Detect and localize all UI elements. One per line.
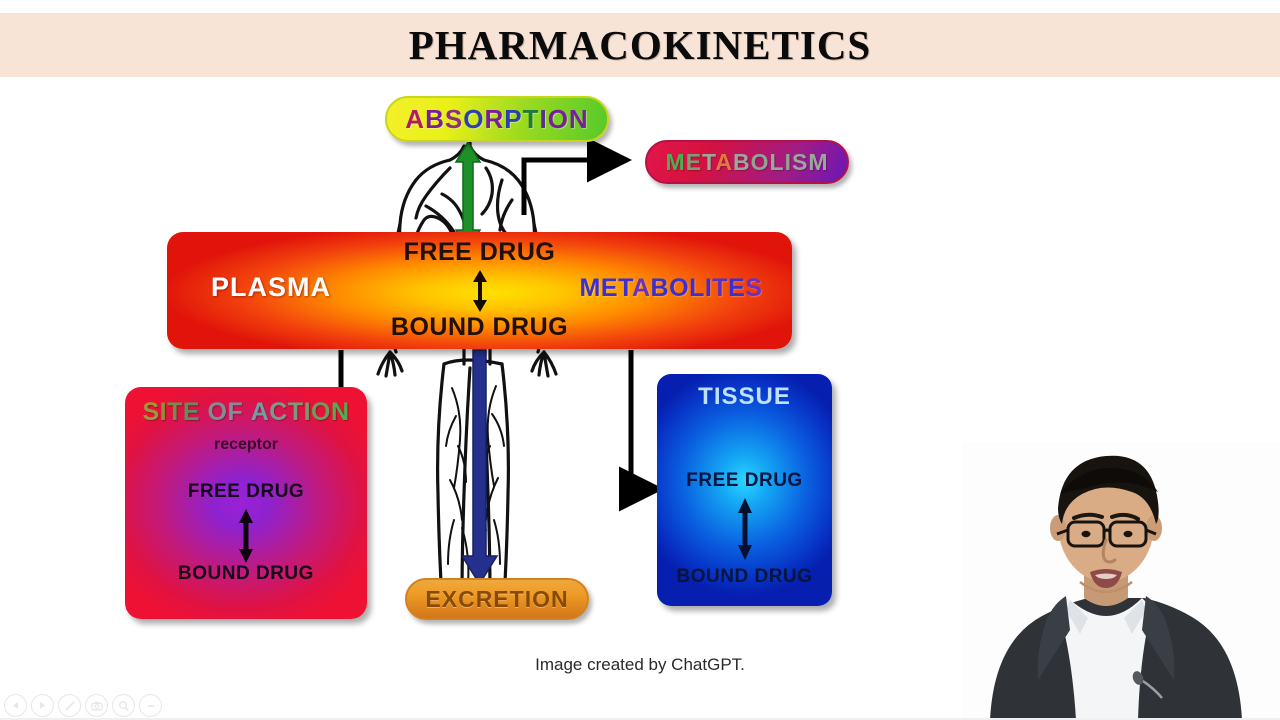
minimize-button[interactable] xyxy=(139,694,162,717)
pen-icon xyxy=(64,700,75,711)
page-title: PHARMACOKINETICS xyxy=(408,22,872,68)
tissue-title: TISSUE xyxy=(698,383,791,410)
absorption-node: ABSORPTION xyxy=(385,96,609,142)
image-caption: Image created by ChatGPT. xyxy=(535,655,745,674)
player-toolbar[interactable] xyxy=(4,694,162,717)
previous-slide-button[interactable] xyxy=(4,694,27,717)
absorption-label: ABSORPTION xyxy=(405,103,589,134)
receptor-label: receptor xyxy=(213,436,279,453)
bottom-divider xyxy=(0,718,1280,720)
site-of-action-node: SITE OF ACTION receptor FREE DRUG BOUND … xyxy=(125,387,367,619)
site-of-action-title: SITE OF ACTION xyxy=(142,398,350,426)
metabolism-label: METABOLISM xyxy=(665,148,829,175)
next-slide-button[interactable] xyxy=(31,694,54,717)
metabolism-node: METABOLISM xyxy=(645,140,849,184)
title-band xyxy=(0,13,1280,77)
site-free-drug-label: FREE DRUG xyxy=(187,481,305,502)
plasma-exchange-arrow-icon xyxy=(472,270,487,312)
excretion-node: EXCRETION xyxy=(405,578,589,620)
plasma-to-tissue-arrow xyxy=(619,350,664,512)
minus-icon xyxy=(147,704,154,707)
tissue-free-drug-label: FREE DRUG xyxy=(686,470,803,491)
plasma-title: PLASMA xyxy=(211,272,331,302)
magnifier-icon xyxy=(118,700,129,711)
triangle-right-icon xyxy=(40,702,45,709)
presenter-video xyxy=(962,442,1280,720)
site-exchange-arrow-icon xyxy=(239,509,253,563)
tissue-node: TISSUE FREE DRUG BOUND DRUG xyxy=(657,374,832,606)
camera-icon xyxy=(90,701,103,710)
tissue-exchange-arrow-icon xyxy=(737,498,752,560)
plasma-free-drug-label: FREE DRUG xyxy=(403,238,556,266)
tissue-bound-drug-label: BOUND DRUG xyxy=(676,566,813,587)
snapshot-button[interactable] xyxy=(85,694,108,717)
excretion-label: EXCRETION xyxy=(425,585,569,612)
triangle-left-icon xyxy=(13,702,18,709)
plasma-bound-drug-label: BOUND DRUG xyxy=(390,313,569,341)
human-body-diagram xyxy=(376,128,558,604)
plasma-node: FREE DRUG BOUND DRUG PLASMA METABOLITES xyxy=(167,232,792,349)
metabolites-label: METABOLITES xyxy=(579,274,763,302)
zoom-button[interactable] xyxy=(112,694,135,717)
site-bound-drug-label: BOUND DRUG xyxy=(178,563,314,584)
pen-tool-button[interactable] xyxy=(58,694,81,717)
